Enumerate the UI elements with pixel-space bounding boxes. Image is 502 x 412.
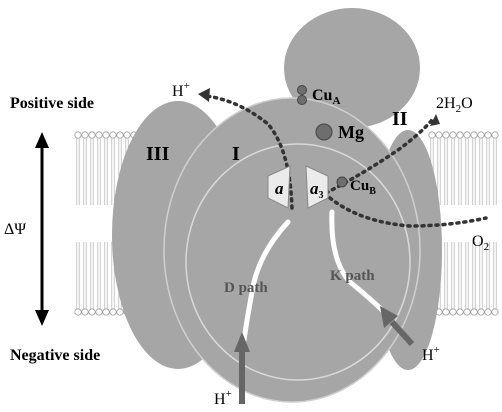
heme-a3-label: a3 (310, 179, 324, 201)
water-arrowhead (430, 114, 440, 126)
subunit-III-label: III (146, 143, 170, 165)
proton-right-label: H+ (422, 344, 440, 364)
water-label: 2H2O (436, 95, 473, 115)
cu-b-site (336, 176, 348, 188)
k-path-label: K path (330, 268, 375, 284)
oxygen-label: O2 (472, 233, 489, 253)
proton-in-arrow-bottom (234, 332, 250, 404)
cu-a-site-2 (297, 95, 307, 105)
subunit-II-head (284, 8, 420, 128)
proton-top-label: H+ (172, 80, 190, 100)
k-path-channel (329, 209, 387, 315)
heme-a3 (305, 165, 329, 209)
subunit-I-label: I (232, 143, 240, 165)
heme-a (267, 165, 291, 209)
d-path-label: D path (224, 280, 268, 296)
subunit-I-inner (185, 143, 411, 381)
cu-a-label: CuA (312, 87, 340, 107)
proton-bottom-label: H+ (214, 388, 232, 408)
proton-exit-arrowhead (198, 88, 210, 102)
membrane-potential-arrow (35, 132, 49, 326)
subunit-I (163, 97, 421, 403)
membrane-potential-label: ΔΨ (4, 221, 26, 238)
mg-site (315, 123, 333, 141)
proton-in-arrow-right (380, 306, 415, 347)
subunit-II-label: II (392, 108, 408, 130)
negative-side-label: Negative side (10, 347, 100, 364)
o2-entry-route (328, 196, 488, 228)
cu-a-site-1 (297, 85, 307, 95)
mg-label: Mg (338, 122, 364, 142)
cu-b-label: CuB (350, 178, 376, 197)
positive-side-label: Positive side (10, 95, 94, 112)
heme-a-label: a (275, 179, 284, 198)
d-path-channel (241, 219, 291, 343)
